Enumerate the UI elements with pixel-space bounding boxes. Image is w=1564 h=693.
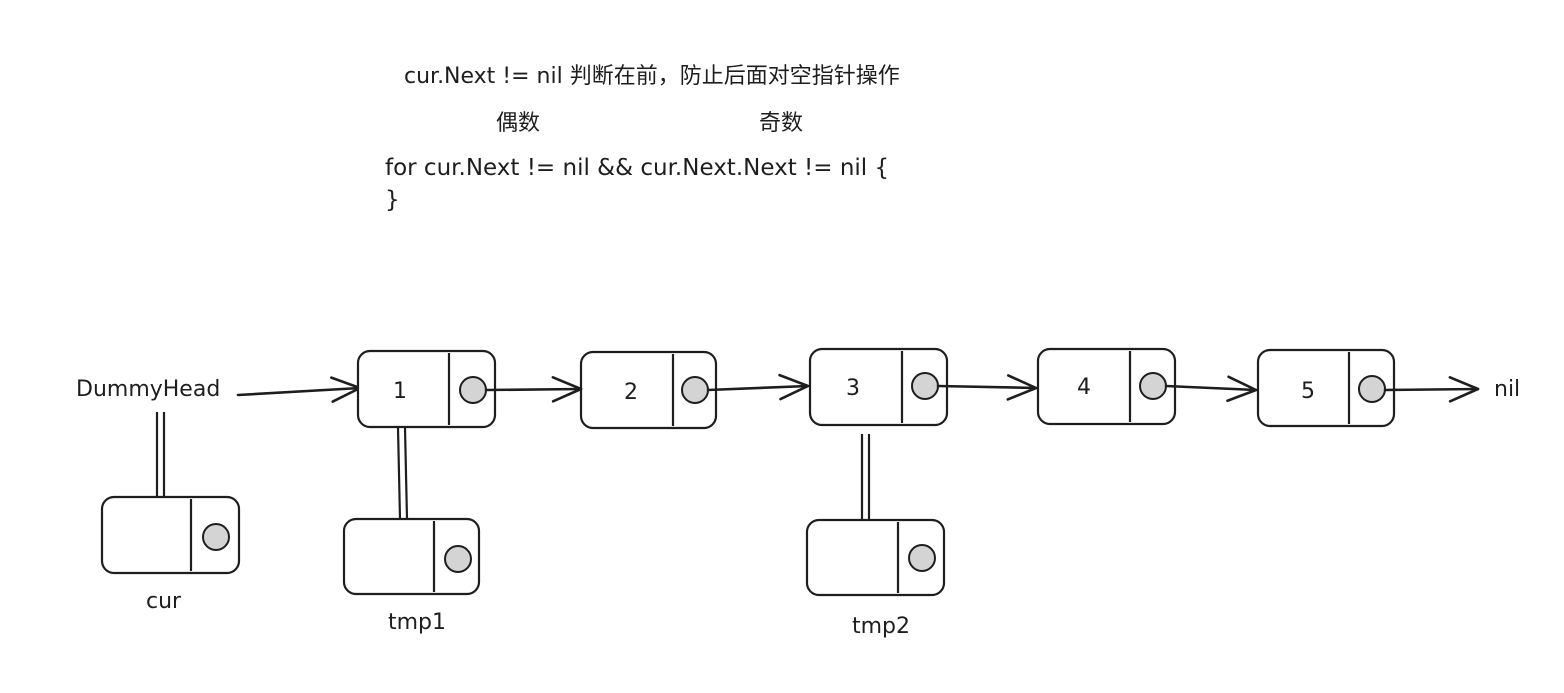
tmp2-node <box>805 518 946 597</box>
next-arrow-5-nil <box>1383 376 1480 403</box>
pointer-dot-icon <box>202 523 230 551</box>
even-label: 偶数 <box>496 111 540 136</box>
nil-label: nil <box>1494 377 1520 402</box>
next-arrow-4-5 <box>1164 375 1258 403</box>
list-node-1: 1 <box>356 349 497 429</box>
tmp2-pointer-link <box>860 434 871 520</box>
comment-note: cur.Next != nil 判断在前，防止后面对空指针操作 <box>404 64 900 89</box>
tmp1-node <box>342 517 481 596</box>
node-value: 5 <box>1301 379 1315 404</box>
head-arrow <box>236 376 362 403</box>
dummy-head-label: DummyHead <box>76 377 220 402</box>
pointer-dot-icon <box>459 376 487 404</box>
code-line-1: for cur.Next != nil && cur.Next.Next != … <box>385 155 889 181</box>
pointer-dot-icon <box>1358 375 1386 403</box>
next-arrow-3-4 <box>936 374 1038 401</box>
next-arrow-1-2 <box>484 375 583 403</box>
cur-label: cur <box>146 589 182 614</box>
node-value: 1 <box>393 379 407 404</box>
cur-pointer-link <box>155 412 166 497</box>
tmp1-pointer-link <box>396 427 409 520</box>
node-value: 4 <box>1077 375 1091 400</box>
cur-node <box>100 495 241 575</box>
list-node-4: 4 <box>1036 347 1177 426</box>
pointer-dot-icon <box>1139 372 1167 400</box>
tmp1-label: tmp1 <box>388 610 446 635</box>
node-value: 2 <box>624 380 638 405</box>
odd-label: 奇数 <box>759 111 803 136</box>
next-arrow-2-3 <box>706 373 810 401</box>
pointer-dot-icon <box>908 544 936 572</box>
pointer-dot-icon <box>681 376 709 404</box>
code-line-2: } <box>385 187 400 213</box>
pointer-dot-icon <box>911 372 939 400</box>
tmp2-label: tmp2 <box>852 614 910 639</box>
list-node-3: 3 <box>808 347 949 427</box>
node-value: 3 <box>846 376 860 401</box>
list-node-5: 5 <box>1256 348 1396 428</box>
pointer-dot-icon <box>444 545 472 573</box>
list-node-2: 2 <box>579 350 718 430</box>
